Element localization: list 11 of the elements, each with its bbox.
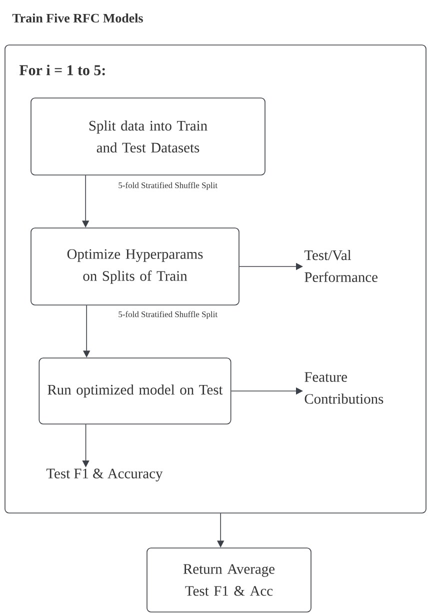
diagram-title: Train Five RFC Models [12, 13, 143, 23]
output-text: Feature Contributions [304, 372, 384, 404]
process-box: Optimize Hyperparams on Splits of Train [30, 228, 240, 306]
edge-label: 5-fold Stratified Shuffle Split [118, 311, 218, 319]
loop-heading: For i = 1 to 5: [19, 64, 105, 76]
output-text: Test/Val Performance [304, 250, 378, 282]
process-box: Split data into Train and Test Datasets [30, 98, 266, 176]
edge-label: 5-fold Stratified Shuffle Split [118, 182, 218, 190]
process-box: Return Average Test F1 & Acc [146, 548, 312, 612]
process-box: Run optimized model on Test [38, 358, 232, 424]
output-text: Test F1 & Accuracy [46, 468, 163, 482]
